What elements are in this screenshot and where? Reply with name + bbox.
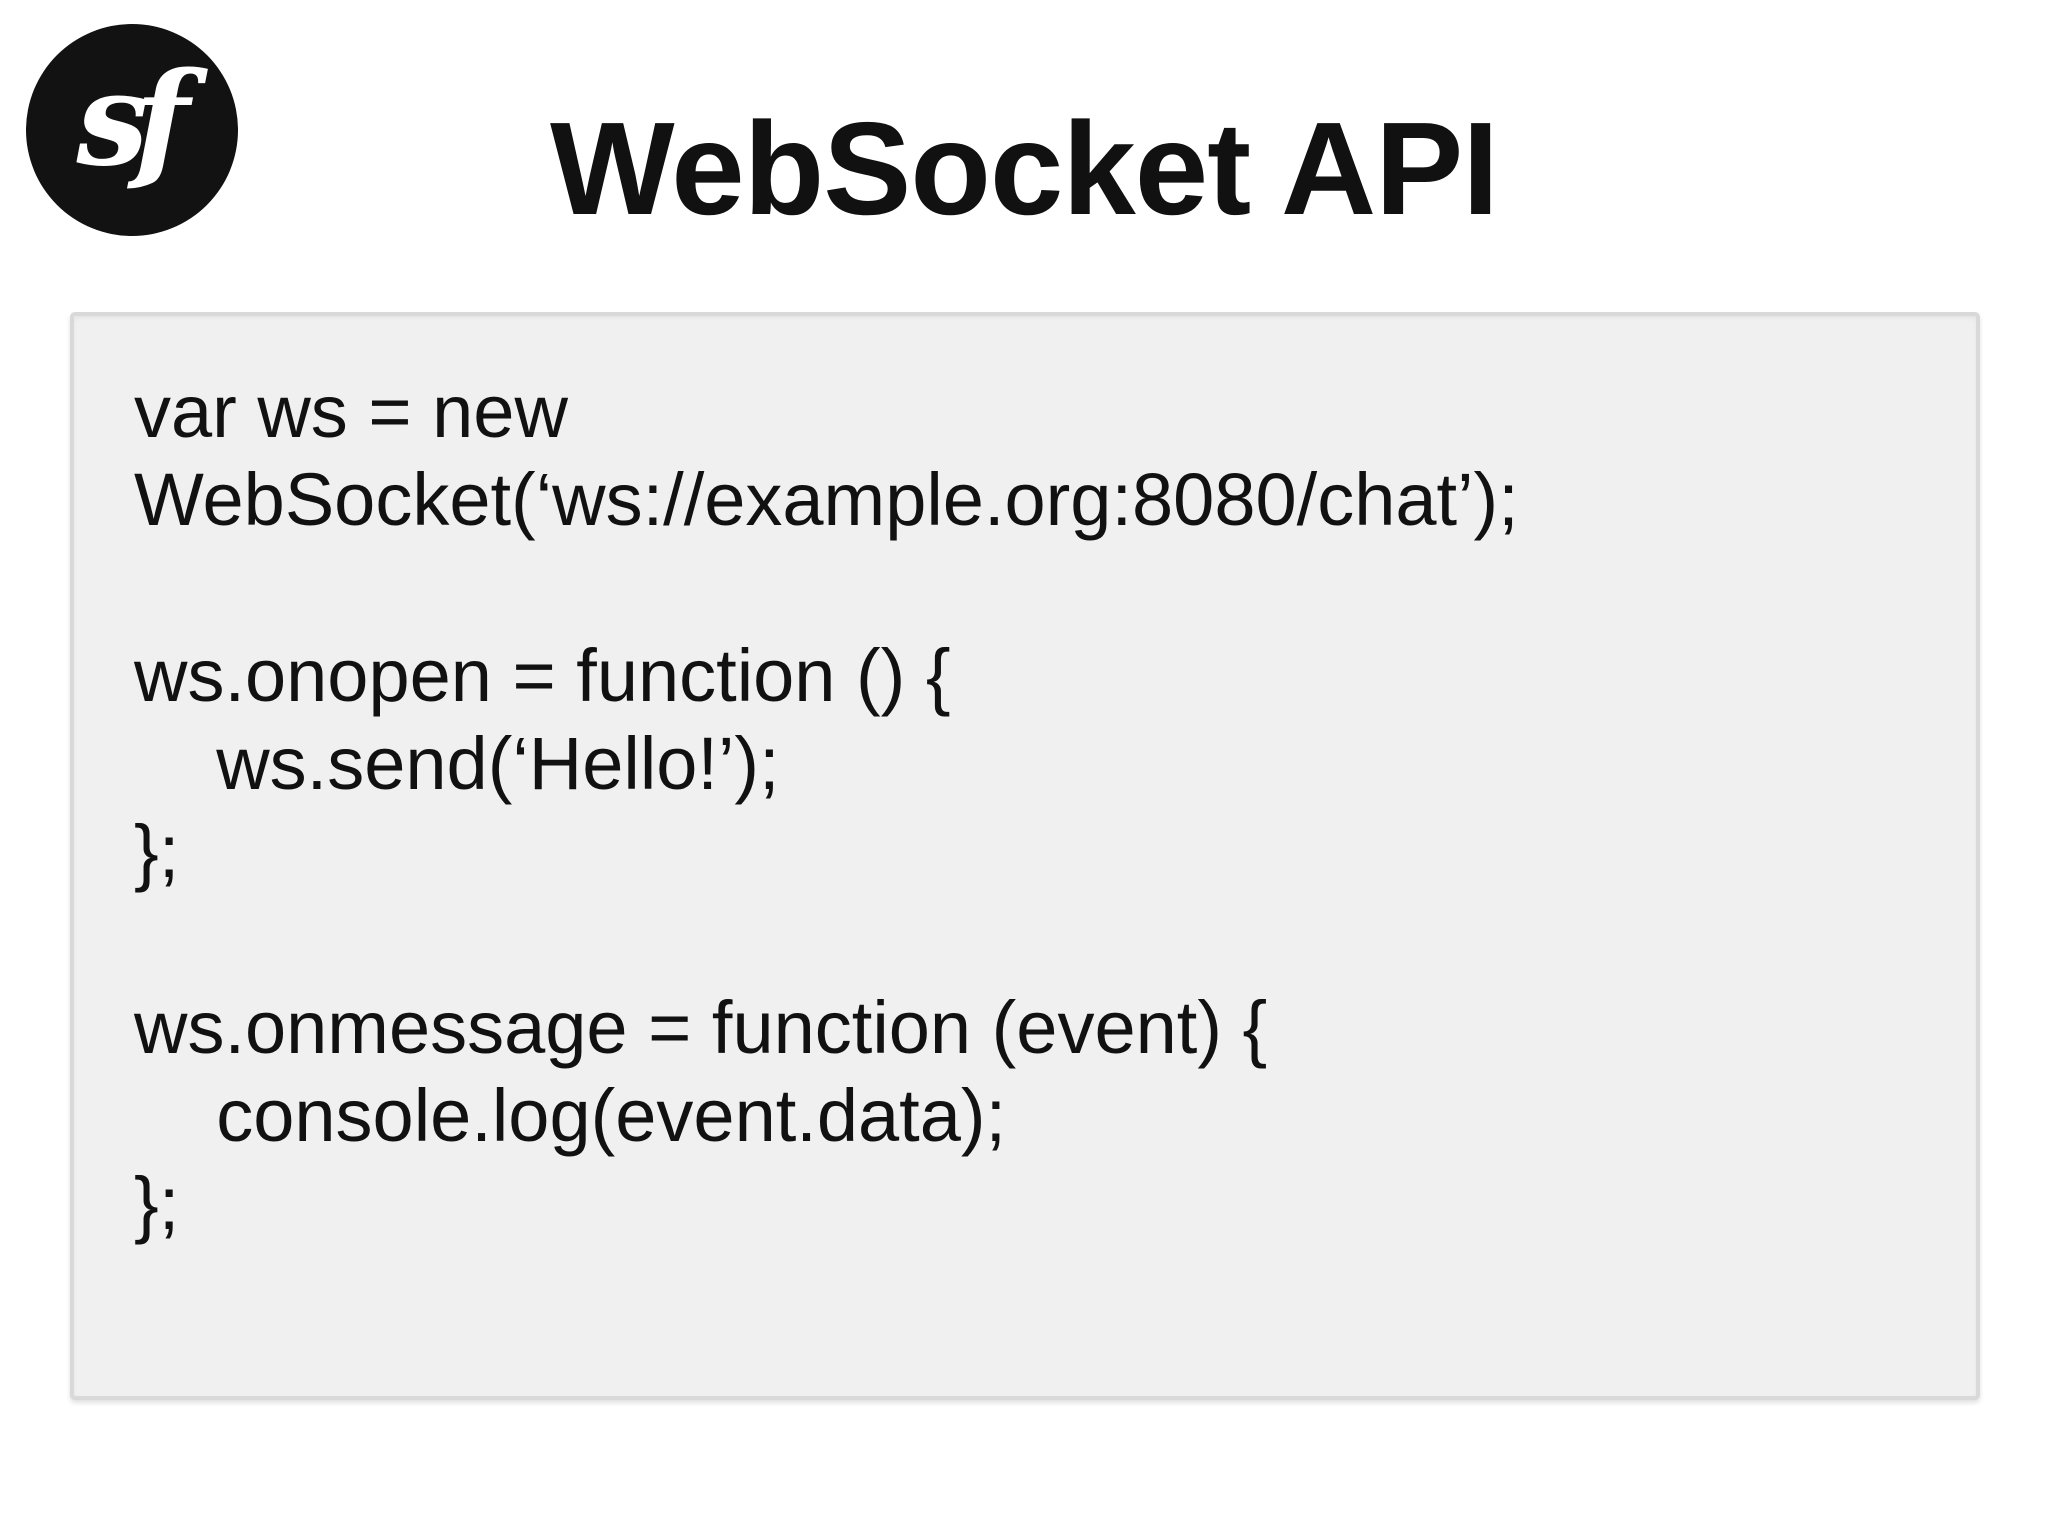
code-block: var ws = new WebSocket(‘ws://example.org… bbox=[70, 312, 1980, 1400]
page-title: WebSocket API bbox=[550, 95, 1499, 242]
code-line: WebSocket(‘ws://example.org:8080/chat’); bbox=[134, 458, 1519, 541]
symfony-logo-icon: sf bbox=[26, 24, 238, 236]
code-line bbox=[134, 896, 1936, 984]
code-line: ws.onmessage = function (event) { bbox=[134, 986, 1268, 1069]
code-line: ws.send(‘Hello!’); bbox=[134, 722, 780, 805]
code-line: console.log(event.data); bbox=[134, 1074, 1007, 1157]
symfony-logo-glyph: sf bbox=[76, 45, 189, 195]
code-line: }; bbox=[134, 1162, 180, 1245]
code-line: ws.onopen = function () { bbox=[134, 634, 951, 717]
code-line bbox=[134, 544, 1936, 632]
code-line: }; bbox=[134, 810, 180, 893]
code-line: var ws = new bbox=[134, 370, 568, 453]
